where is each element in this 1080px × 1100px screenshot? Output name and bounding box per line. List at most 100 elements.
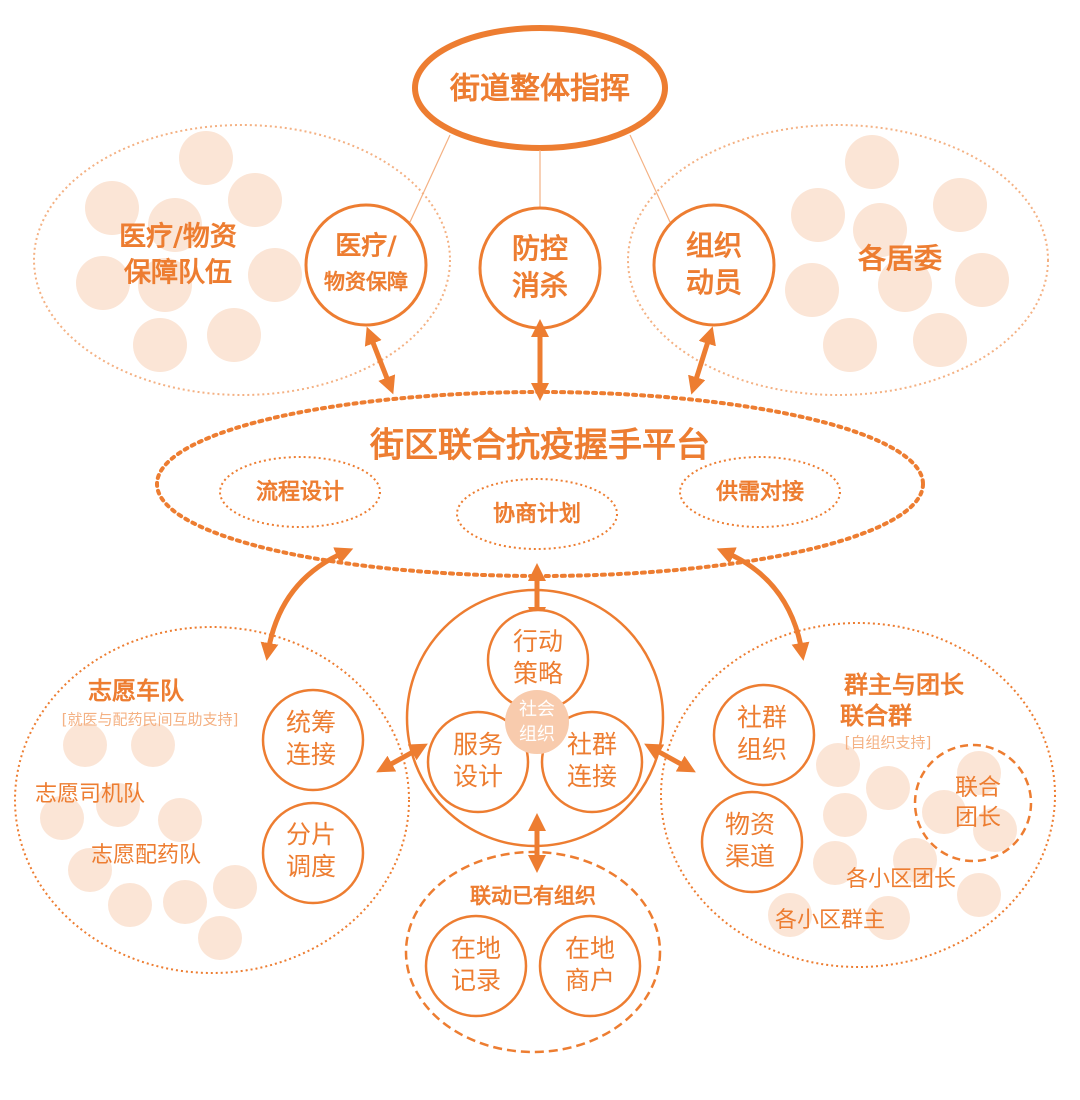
double-arrow: [260, 547, 354, 661]
decorative-person-circle: [973, 808, 1017, 852]
existing-orgs-title: 联动已有组织: [470, 884, 596, 908]
decorative-person-circle: [922, 790, 966, 834]
role-label: 物资: [725, 810, 775, 839]
petal-label: 行动: [513, 627, 563, 656]
petal-strategy: 行动 策略: [486, 608, 590, 712]
groups-title: 联合群: [840, 702, 912, 730]
decorative-person-circle: [68, 848, 112, 892]
function-label: 组织: [686, 229, 742, 262]
petal-community: 社群 连接: [540, 710, 644, 814]
command-label: 街道整体指挥: [449, 72, 630, 107]
role-label: 统筹: [286, 708, 336, 737]
platform-ellipse: [155, 390, 925, 578]
petal-label: 连接: [567, 762, 617, 791]
role-coordinate: 统筹 连接: [261, 688, 365, 792]
petal-service: 服务 设计: [426, 710, 530, 814]
existing-label: 记录: [451, 966, 501, 995]
decorative-person-circle: [179, 131, 233, 185]
decorative-person-circle: [845, 135, 899, 189]
decorative-person-circle: [893, 838, 937, 882]
platform-item: 流程设计: [219, 456, 381, 528]
group-member: 各小区群主: [775, 908, 885, 933]
existing-orgs-ellipse: [404, 850, 662, 1054]
decorative-person-circle: [85, 181, 139, 235]
decorative-person-circle: [866, 896, 910, 940]
function-label: 物资保障: [324, 270, 408, 294]
role-dispatch: 分片 调度: [261, 801, 365, 905]
role-label: 分片: [286, 820, 336, 849]
decorative-person-circle: [198, 916, 242, 960]
function-label: 消杀: [512, 269, 568, 302]
decorative-person-circle: [957, 751, 1001, 795]
committees-ellipse: [627, 124, 1049, 396]
decorative-person-circle: [813, 841, 857, 885]
function-disinfection: 防控 消杀: [478, 206, 602, 330]
decorative-person-circle: [878, 258, 932, 312]
decorative-person-circle: [816, 743, 860, 787]
role-label: 组织: [737, 735, 787, 764]
double-arrow: [364, 326, 396, 395]
command-line: [629, 134, 671, 223]
decorative-person-circle: [823, 318, 877, 372]
role-label: 渠道: [725, 842, 775, 871]
role-supply-channel: 物资 渠道: [700, 790, 804, 894]
petal-label: 策略: [513, 659, 563, 688]
decorative-person-circle: [933, 178, 987, 232]
decorative-person-circle: [913, 313, 967, 367]
existing-label: 商户: [565, 966, 615, 995]
function-label: 防控: [512, 232, 568, 265]
core-label: 社会: [519, 699, 555, 720]
groups-ellipse: [660, 622, 1056, 968]
decorative-person-circle: [823, 793, 867, 837]
decorative-person-circle: [785, 263, 839, 317]
existing-merchants: 在地 商户: [538, 914, 642, 1018]
groups-title: 群主与团长: [844, 671, 965, 699]
medical-team-title: 医疗/物资: [119, 221, 237, 253]
committees-title: 各居委: [857, 242, 942, 275]
volunteer-ellipse: [14, 626, 410, 974]
decorative-person-circle: [40, 796, 84, 840]
function-label: 动员: [686, 266, 742, 299]
decorative-person-circle: [148, 198, 202, 252]
command-lines: [409, 134, 671, 223]
platform-item-label: 供需对接: [715, 479, 804, 505]
platform-item-label: 流程设计: [256, 479, 344, 505]
volunteer-team: 志愿配药队: [91, 843, 201, 868]
platform-item: 协商计划: [456, 478, 618, 550]
decorative-circles: [40, 131, 1017, 960]
decorative-person-circle: [63, 723, 107, 767]
groups-subtitle: [自组织支持]: [845, 734, 932, 752]
platform-item-label: 协商计划: [493, 501, 581, 527]
volunteer-title: 志愿车队: [88, 677, 185, 705]
decorative-person-circle: [853, 203, 907, 257]
volunteer-team: 志愿司机队: [35, 782, 145, 807]
double-arrow: [688, 326, 716, 395]
platform-title: 街区联合抗疫握手平台: [369, 426, 710, 466]
platform-item: 供需对接: [679, 456, 841, 528]
decorative-person-circle: [133, 318, 187, 372]
decorative-person-circle: [138, 258, 192, 312]
medical-team-ellipse: [33, 124, 451, 396]
decorative-person-circle: [131, 723, 175, 767]
petal-label: 设计: [453, 762, 503, 791]
petal-label: 社群: [567, 730, 617, 759]
role-label: 连接: [286, 740, 336, 769]
existing-record: 在地 记录: [424, 914, 528, 1018]
center-circle: [405, 588, 665, 848]
command-line: [409, 134, 451, 223]
decorative-person-circle: [96, 783, 140, 827]
medical-team-title: 保障队伍: [123, 257, 232, 289]
decorative-person-circle: [768, 893, 812, 937]
decorative-person-circle: [108, 883, 152, 927]
decorative-person-circle: [213, 865, 257, 909]
group-member: 各小区团长: [846, 867, 956, 892]
volunteer-subtitle: [就医与配药民间互助支持]: [62, 711, 239, 729]
decorative-person-circle: [248, 248, 302, 302]
existing-label: 在地: [451, 934, 501, 963]
existing-label: 在地: [565, 934, 615, 963]
decorative-person-circle: [158, 798, 202, 842]
function-medical: 医疗/ 物资保障: [304, 203, 428, 327]
command-ellipse: [412, 25, 668, 151]
core-social-org: 社会 组织: [505, 690, 569, 754]
